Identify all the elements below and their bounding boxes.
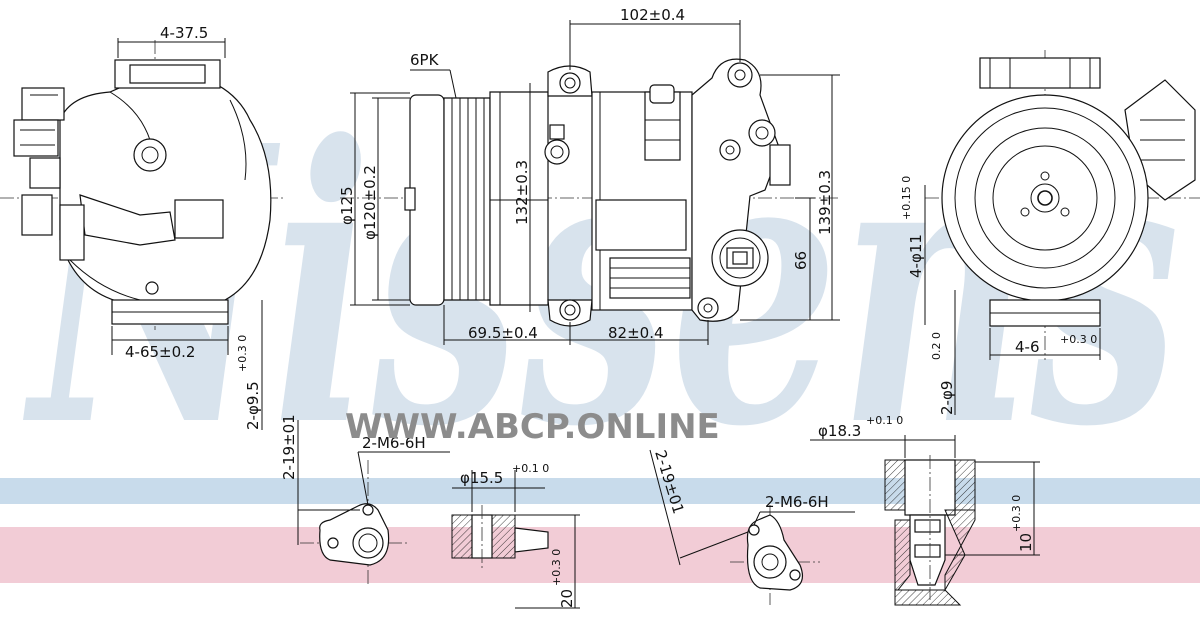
dim-6pk: 6PK <box>410 51 440 69</box>
dim-4-37-5: 4-37.5 <box>160 24 208 42</box>
view-right-pulley: 4-φ11 +0.15 0 4-6 +0.3 0 2-φ9 0.2 0 <box>900 50 1200 415</box>
dim-4-6: 4-6 <box>1015 338 1040 356</box>
dim-10: 10 <box>1017 533 1035 552</box>
dim-phi15-5-tol: +0.1 0 <box>512 462 549 475</box>
dim-4-6-tol: +0.3 0 <box>1060 333 1097 346</box>
view-section-discharge: φ18.3 +0.1 0 10 +0.3 0 <box>810 414 1040 606</box>
dim-20-tol: +0.3 0 <box>550 549 563 586</box>
dim-66: 66 <box>792 251 810 270</box>
view-suction-flange: 2-19±01 2-M6-6H <box>280 414 450 585</box>
view-left-side: 4-37.5 4-65±0.2 2-φ9.5 +0.3 0 <box>0 24 285 430</box>
dim-4-65: 4-65±0.2 <box>125 343 195 361</box>
dim-2-m6-left: 2-M6-6H <box>362 434 426 452</box>
dim-82: 82±0.4 <box>608 324 664 342</box>
dim-4-phi11: 4-φ11 <box>907 234 925 278</box>
dim-4-phi11-tol: +0.15 0 <box>900 176 913 220</box>
dim-phi125: φ125 <box>338 186 356 225</box>
dim-2-phi9-tol: 0.2 0 <box>930 332 943 360</box>
dim-phi18-3-tol: +0.1 0 <box>866 414 903 427</box>
dim-102: 102±0.4 <box>620 6 685 24</box>
watermark-site: WWW.ABCP.ONLINE <box>345 407 720 447</box>
view-front: 102±0.4 6PK φ125 φ120±0.2 132±0.3 139±0.… <box>338 6 840 345</box>
view-section-suction: φ15.5 +0.1 0 20 +0.3 0 <box>451 462 580 609</box>
dim-2-19-left: 2-19±01 <box>280 414 298 480</box>
dim-phi120: φ120±0.2 <box>361 165 379 240</box>
dim-69-5: 69.5±0.4 <box>468 324 538 342</box>
dim-2-phi9-5: 2-φ9.5 <box>244 381 262 430</box>
dim-20: 20 <box>558 589 576 608</box>
dim-phi15-5: φ15.5 <box>460 469 503 487</box>
dim-132: 132±0.3 <box>513 160 531 225</box>
dim-2-phi9: 2-φ9 <box>938 381 956 415</box>
dim-10-tol: +0.3 0 <box>1010 495 1023 532</box>
dim-139: 139±0.3 <box>816 170 834 235</box>
dim-2-m6-right: 2-M6-6H <box>765 493 829 511</box>
dim-phi18-3: φ18.3 <box>818 422 861 440</box>
dim-2-phi9-5-tol: +0.3 0 <box>236 335 249 372</box>
watermark-band-blue <box>0 478 1200 504</box>
